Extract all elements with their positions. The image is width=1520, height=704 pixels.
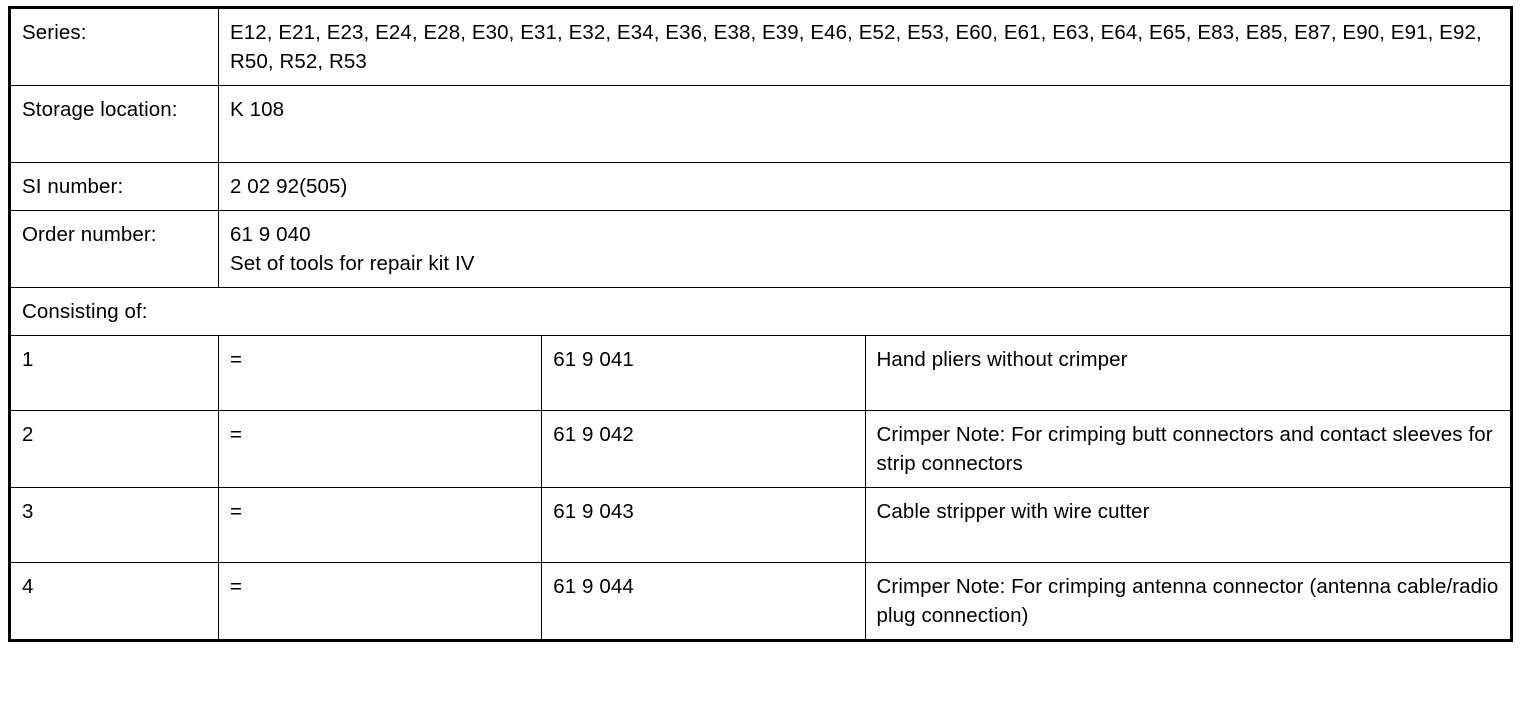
order-number-label: Order number: — [22, 223, 157, 246]
label-cell-series: Series: — [9, 7, 219, 86]
value-cell-storage-location: K 108 — [218, 85, 1512, 163]
part-equals-cell: = — [217, 562, 543, 641]
equals-symbol-4: = — [230, 575, 243, 598]
table-row-part-1: 1 = 61 9 041 Hand pliers without crimper — [9, 335, 1512, 411]
table-body: Series: E12, E21, E23, E24, E28, E30, E3… — [9, 7, 1512, 641]
consisting-of-cell: Consisting of: — [9, 287, 1512, 336]
order-number-value: 61 9 040 Set of tools for repair kit IV — [230, 223, 475, 275]
part-description-1: Hand pliers without crimper — [876, 348, 1128, 371]
part-number-1: 61 9 041 — [553, 348, 634, 371]
value-cell-si-number: 2 02 92(505) — [218, 162, 1512, 211]
value-cell-order-number: 61 9 040 Set of tools for repair kit IV — [218, 210, 1512, 288]
part-index-4: 4 — [22, 575, 34, 598]
part-number-cell: 61 9 043 — [541, 487, 866, 563]
table-row-consisting-of: Consisting of: — [9, 287, 1512, 336]
specification-table: Series: E12, E21, E23, E24, E28, E30, E3… — [8, 6, 1513, 642]
table-row-storage-location: Storage location: K 108 — [9, 85, 1512, 163]
part-description-4: Crimper Note: For crimping antenna conne… — [876, 575, 1505, 627]
part-index-cell: 3 — [9, 487, 219, 563]
storage-location-value: K 108 — [230, 98, 285, 121]
part-description-cell: Crimper Note: For crimping butt connecto… — [864, 410, 1512, 488]
part-index-2: 2 — [22, 423, 34, 446]
si-number-label: SI number: — [22, 175, 124, 198]
part-index-cell: 4 — [9, 562, 219, 641]
table-row-part-4: 4 = 61 9 044 Crimper Note: For crimping … — [9, 562, 1512, 641]
part-number-2: 61 9 042 — [553, 423, 634, 446]
table-row-part-2: 2 = 61 9 042 Crimper Note: For crimping … — [9, 410, 1512, 488]
part-equals-cell: = — [217, 410, 543, 488]
series-label: Series: — [22, 21, 87, 44]
table-row-order-number: Order number: 61 9 040 Set of tools for … — [9, 210, 1512, 288]
part-number-3: 61 9 043 — [553, 500, 634, 523]
part-description-cell: Crimper Note: For crimping antenna conne… — [864, 562, 1512, 641]
si-number-value: 2 02 92(505) — [230, 175, 348, 198]
equals-symbol-3: = — [230, 500, 243, 523]
table-row-part-3: 3 = 61 9 043 Cable stripper with wire cu… — [9, 487, 1512, 563]
equals-symbol-2: = — [230, 423, 243, 446]
table-row-si-number: SI number: 2 02 92(505) — [9, 162, 1512, 211]
part-equals-cell: = — [217, 487, 543, 563]
part-index-1: 1 — [22, 348, 34, 371]
consisting-of-heading: Consisting of: — [22, 300, 148, 323]
part-description-cell: Hand pliers without crimper — [864, 335, 1512, 411]
table-row-series: Series: E12, E21, E23, E24, E28, E30, E3… — [9, 7, 1512, 86]
part-description-2: Crimper Note: For crimping butt connecto… — [876, 423, 1499, 475]
part-number-cell: 61 9 041 — [541, 335, 866, 411]
value-cell-series: E12, E21, E23, E24, E28, E30, E31, E32, … — [218, 7, 1512, 86]
part-description-3: Cable stripper with wire cutter — [876, 500, 1150, 523]
label-cell-order-number: Order number: — [9, 210, 219, 288]
part-number-4: 61 9 044 — [553, 575, 634, 598]
storage-location-label: Storage location: — [22, 98, 178, 121]
part-number-cell: 61 9 044 — [541, 562, 866, 641]
part-index-cell: 2 — [9, 410, 219, 488]
label-cell-si-number: SI number: — [9, 162, 219, 211]
equals-symbol-1: = — [230, 348, 243, 371]
label-cell-storage-location: Storage location: — [9, 85, 219, 163]
part-equals-cell: = — [217, 335, 543, 411]
part-index-cell: 1 — [9, 335, 219, 411]
series-value: E12, E21, E23, E24, E28, E30, E31, E32, … — [230, 21, 1488, 73]
part-index-3: 3 — [22, 500, 34, 523]
part-number-cell: 61 9 042 — [541, 410, 866, 488]
part-description-cell: Cable stripper with wire cutter — [864, 487, 1512, 563]
